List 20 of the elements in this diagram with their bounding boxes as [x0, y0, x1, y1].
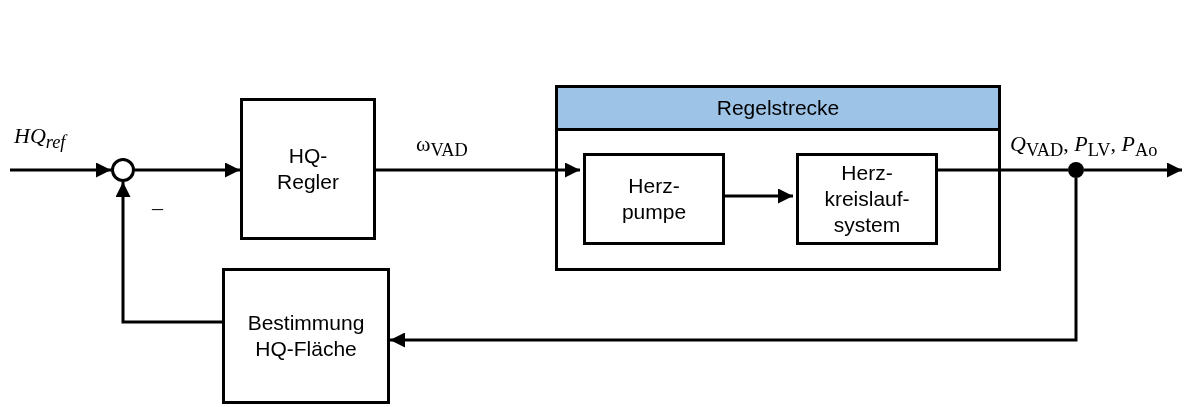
arrow: [115, 182, 222, 324]
arrow: [390, 178, 1078, 348]
connector-line: [935, 168, 1068, 172]
arrow: [722, 188, 793, 204]
block-title: Regelstrecke: [716, 94, 840, 121]
block-label: Bestimmung HQ-Fläche: [246, 309, 366, 362]
block-label: Herz- pumpe: [620, 172, 688, 225]
plant-box: [555, 85, 1001, 271]
arrow: [1084, 162, 1182, 178]
estimation-box: [222, 268, 390, 404]
arrow: [10, 162, 111, 178]
arrow: [135, 162, 240, 178]
block-label: HQ- Regler: [276, 142, 340, 195]
block-label: Herz- kreislauf- system: [823, 159, 911, 239]
controller-box: [240, 98, 376, 240]
circulation-box: [796, 153, 938, 245]
arrow: [376, 162, 580, 178]
summing-junction: [111, 158, 135, 182]
junction-dot: [1068, 162, 1084, 178]
pump-box: [583, 153, 725, 245]
